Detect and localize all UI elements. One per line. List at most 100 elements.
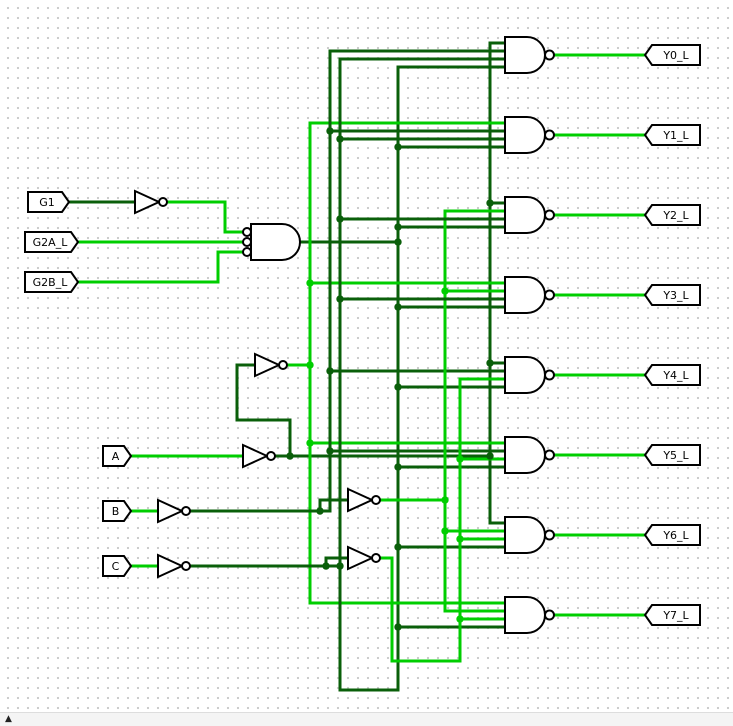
input-pin-g2a_l[interactable] [24, 231, 80, 253]
a-inverter[interactable] [242, 443, 270, 469]
nand-y1[interactable] [504, 116, 546, 154]
wire-junction [486, 452, 494, 460]
wire-junction [306, 439, 314, 447]
wire-junction [441, 287, 449, 295]
input-pin-label: A [112, 450, 120, 463]
nand-y5[interactable] [504, 436, 546, 474]
output-pin-y4_l [643, 364, 701, 386]
input-pin-label: G2B_L [33, 276, 69, 289]
wire-junction [286, 452, 294, 460]
input-pin-label: G1 [39, 196, 55, 209]
nand-y5-bubble [544, 449, 555, 461]
wire-junction [394, 383, 402, 391]
wire-junction [336, 295, 344, 303]
nand-y7-bubble [544, 609, 555, 621]
nand-y0[interactable] [504, 36, 546, 74]
wire [235, 363, 292, 458]
input-pin-g1[interactable] [27, 191, 71, 213]
input-pin-g2b_l[interactable] [24, 271, 80, 293]
input-pin-a[interactable] [102, 445, 133, 467]
input-pin-c[interactable] [102, 555, 133, 577]
b-inverter[interactable] [157, 498, 185, 524]
output-pin-y7_l [643, 604, 701, 626]
input-pin-label: C [112, 560, 120, 573]
input-pin-b[interactable] [102, 500, 133, 522]
wire-junction [394, 303, 402, 311]
nand-y2-bubble [544, 209, 555, 221]
wire-junction [336, 562, 344, 570]
scrollbar-arrow-icon[interactable]: ▲ [5, 714, 12, 724]
output-pin-y1_l [643, 124, 701, 146]
c-inverter[interactable] [157, 553, 185, 579]
enable-input-bubble [242, 237, 252, 247]
a-buffer-inverter-bubble [278, 360, 288, 370]
wire-junction [326, 447, 334, 455]
wire-junction [456, 615, 464, 623]
output-pin-label: Y3_L [662, 289, 689, 302]
wire-junction [456, 455, 464, 463]
input-pin-label: B [112, 505, 120, 518]
wire-junction [394, 463, 402, 471]
g1-inverter[interactable] [134, 189, 162, 215]
wire-junction [306, 361, 314, 369]
c-inverter-bubble [181, 561, 191, 571]
wire [338, 57, 400, 692]
a-inverter-bubble [266, 451, 276, 461]
wire-junction [486, 359, 494, 367]
wire [378, 377, 462, 663]
output-pin-label: Y0_L [662, 49, 689, 62]
output-pin-y2_l [643, 204, 701, 226]
wire-junction [394, 543, 402, 551]
output-pin-label: Y4_L [662, 369, 689, 382]
output-pin-y6_l [643, 524, 701, 546]
output-pin-y0_l [643, 44, 701, 66]
output-pin-label: Y5_L [662, 449, 689, 462]
wire-junction [336, 135, 344, 143]
wire-junction [326, 367, 334, 375]
nand-y4[interactable] [504, 356, 546, 394]
output-pin-label: Y6_L [662, 529, 689, 542]
wire-junction [441, 527, 449, 535]
b-buffer-inverter[interactable] [347, 487, 375, 513]
wire-junction [394, 623, 402, 631]
wire-junction [394, 238, 402, 246]
nand-y6[interactable] [504, 516, 546, 554]
wire [165, 200, 245, 234]
wire [76, 250, 245, 284]
wire-junction [394, 223, 402, 231]
output-pin-label: Y2_L [662, 209, 689, 222]
output-pin-label: Y1_L [662, 129, 689, 142]
wire-junction [336, 215, 344, 223]
nand-y3[interactable] [504, 276, 546, 314]
nand-y3-bubble [544, 289, 555, 301]
output-pin-label: Y7_L [662, 609, 689, 622]
horizontal-scrollbar[interactable]: ▲ [0, 712, 733, 726]
wire-junction [486, 199, 494, 207]
wire-junction [456, 535, 464, 543]
wire-junction [306, 279, 314, 287]
a-buffer-inverter[interactable] [254, 352, 282, 378]
g1-inverter-bubble [158, 197, 168, 207]
wire-junction [394, 143, 402, 151]
nand-y7[interactable] [504, 596, 546, 634]
wire-junction [441, 496, 449, 504]
nand-y6-bubble [544, 529, 555, 541]
c-buffer-inverter-bubble [371, 553, 381, 563]
c-buffer-inverter[interactable] [347, 545, 375, 571]
wire-junction [316, 507, 324, 515]
output-pin-y3_l [643, 284, 701, 306]
nand-y0-bubble [544, 49, 555, 61]
wire-junction [326, 127, 334, 135]
input-pin-label: G2A_L [33, 236, 69, 249]
wire [318, 498, 350, 513]
output-pin-y5_l [643, 444, 701, 466]
wire-junction [322, 562, 330, 570]
b-inverter-bubble [181, 506, 191, 516]
enable-and-gate[interactable] [250, 223, 301, 261]
b-buffer-inverter-bubble [371, 495, 381, 505]
nand-y1-bubble [544, 129, 555, 141]
nand-y2[interactable] [504, 196, 546, 234]
